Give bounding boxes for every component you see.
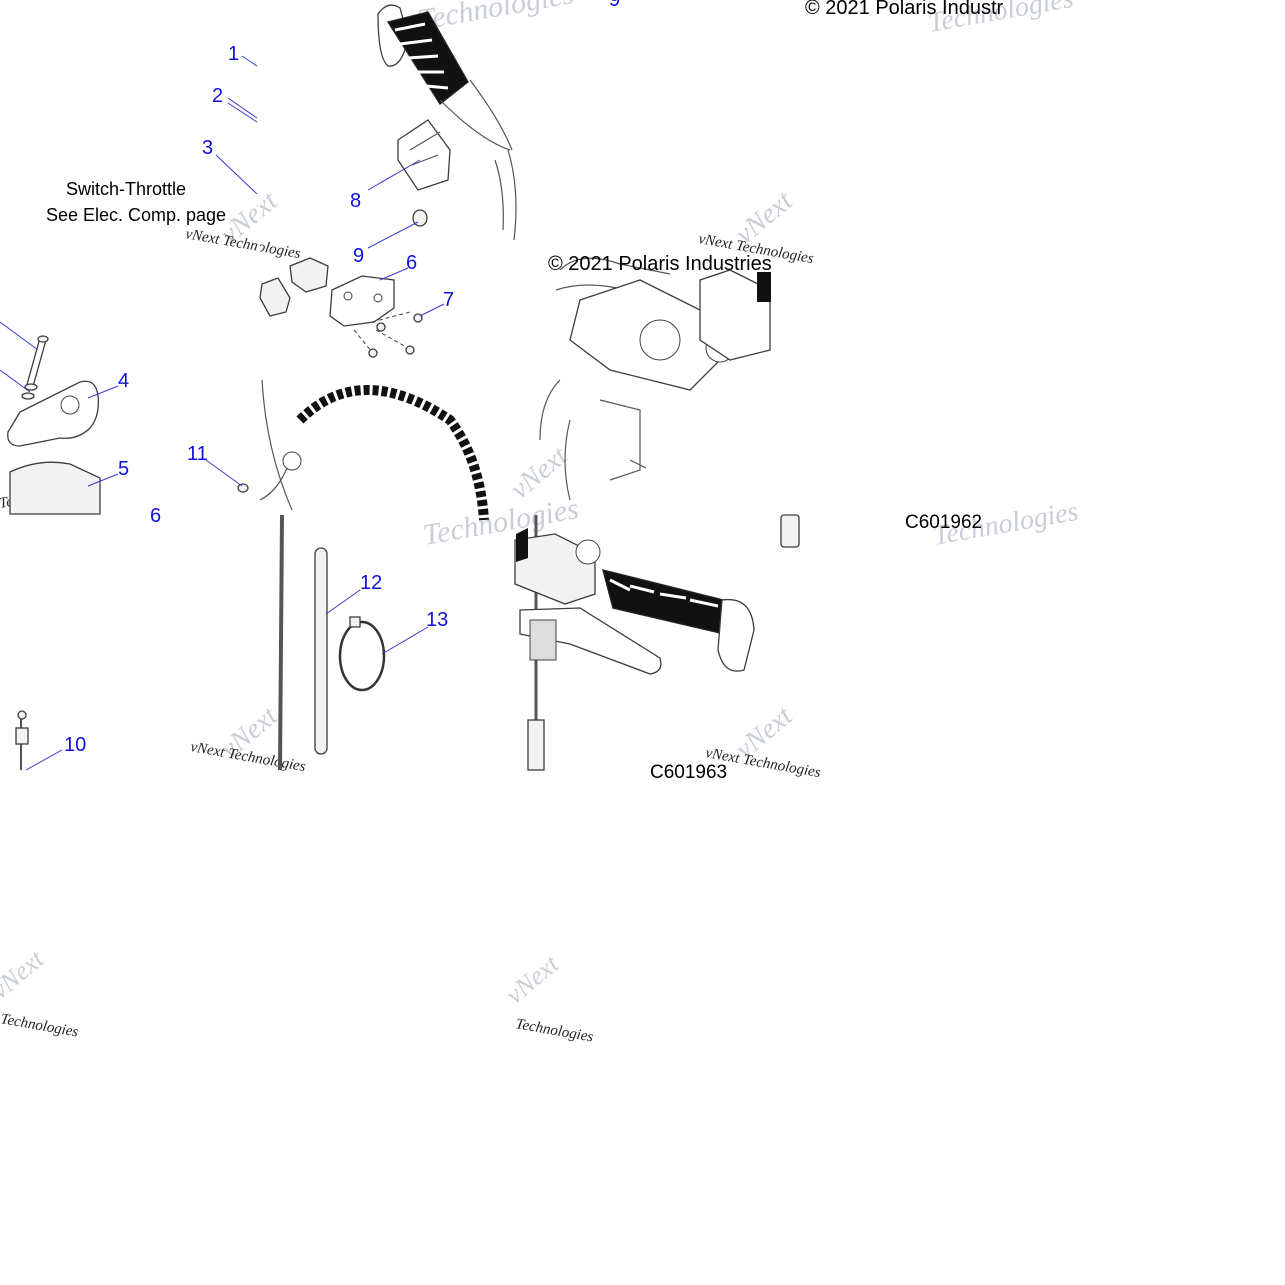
fitting-drawing xyxy=(780,514,800,548)
note-elec-comp-page: See Elec. Comp. page xyxy=(46,205,226,225)
figure-code-c601963: C601963 xyxy=(650,762,727,783)
watermark-line: Technologies xyxy=(514,1016,594,1045)
leader-lines-tile1 xyxy=(215,55,421,249)
callout-6: 6 xyxy=(406,252,417,274)
leader-lines-tile4 xyxy=(25,589,429,771)
copyright-top-right: © 2021 Polaris Industr xyxy=(805,0,1004,19)
callout-4: 4 xyxy=(118,370,129,392)
watermark-vnext: vNext xyxy=(500,949,565,1010)
brake-lever-grip-drawing xyxy=(514,515,755,771)
callout-5: 5 xyxy=(118,458,129,480)
copyright-mid: © 2021 Polaris Industries xyxy=(548,253,772,275)
figure-code-c601962: C601962 xyxy=(905,512,982,533)
lever-assembly-drawing xyxy=(0,257,489,521)
nut-drawing xyxy=(412,209,428,227)
callout-2: 2 xyxy=(212,85,223,107)
handlebar-clamp-drawing xyxy=(539,257,771,501)
callout-7: 7 xyxy=(443,289,454,311)
callout-6-lower: 6 xyxy=(150,505,161,527)
cable-drawing xyxy=(15,514,386,771)
callout-11: 11 xyxy=(187,443,208,465)
callout-1: 1 xyxy=(228,43,239,65)
callout-12: 12 xyxy=(360,572,382,594)
note-switch-throttle: Switch-Throttle xyxy=(66,179,186,199)
watermark-line: Technologies xyxy=(0,1011,80,1040)
callout-3: 3 xyxy=(202,137,213,159)
callout-10: 10 xyxy=(64,734,86,756)
clamp-bracket-drawing xyxy=(397,119,451,191)
callout-9: 9 xyxy=(353,245,364,267)
leader-lines-tile2 xyxy=(87,267,445,487)
handlebar-grip-drawing xyxy=(377,4,517,241)
callout-13: 13 xyxy=(426,609,448,631)
callout-9-top: 9 xyxy=(609,0,620,11)
watermark-vnext: vNext xyxy=(0,944,50,1005)
callout-8: 8 xyxy=(350,190,361,212)
